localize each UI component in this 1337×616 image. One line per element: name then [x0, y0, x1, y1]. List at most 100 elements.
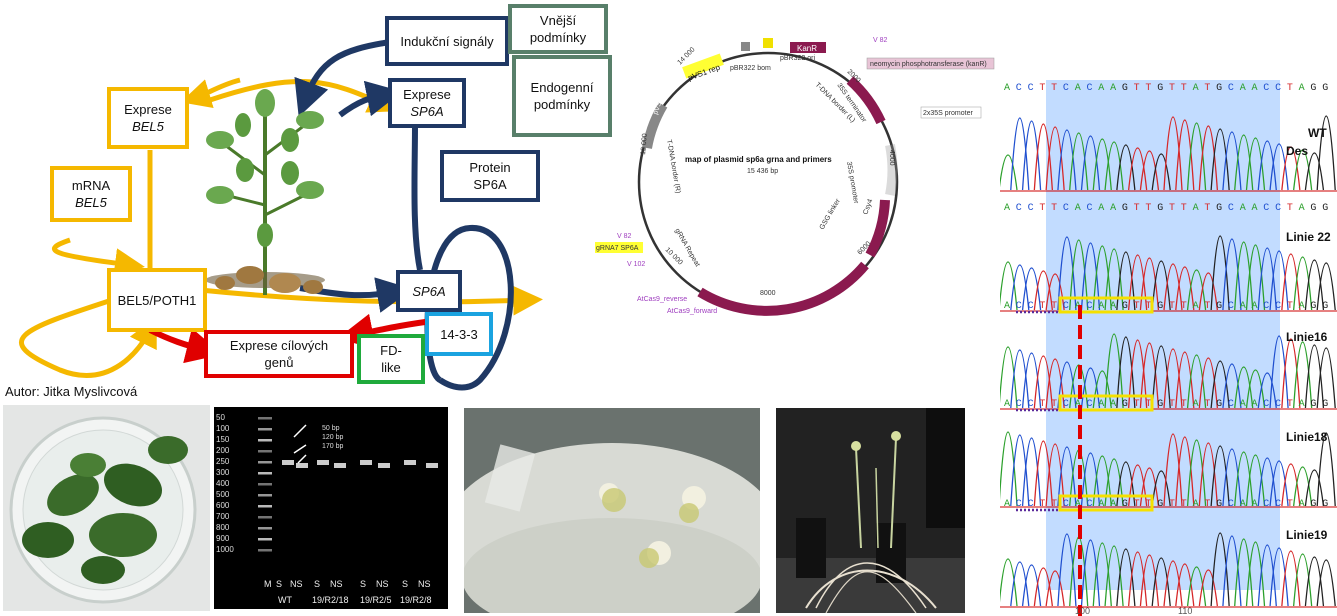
trace-peak [1092, 245, 1112, 311]
base-letter: G [1310, 301, 1316, 312]
base-letter: C [1087, 203, 1093, 214]
base-letter: A [1193, 301, 1199, 312]
group-label: 19/R2/18 [312, 595, 349, 605]
base-letter: T [1145, 399, 1151, 410]
plasmid-35s-promoter: 35S promoter [845, 161, 859, 205]
trace-peak [1116, 548, 1136, 607]
base-letter: T [1287, 203, 1293, 214]
base-letter: C [1275, 203, 1281, 214]
ladder-label: 150 [216, 435, 230, 444]
photo-flask-tubers [464, 408, 760, 613]
trace-peak [1057, 236, 1077, 311]
base-letter: C [1063, 399, 1069, 410]
base-letter: A [1240, 499, 1246, 510]
base-letter: A [1299, 301, 1305, 312]
label-linie18: Linie18 [1286, 430, 1328, 444]
base-letter: A [1075, 301, 1081, 312]
base-letter: C [1063, 83, 1069, 94]
plasmid-npt-arc [846, 76, 886, 125]
base-letter: G [1322, 83, 1328, 94]
trace-peak [1116, 461, 1136, 507]
sample-band [282, 460, 294, 465]
base-letter: T [1039, 83, 1045, 94]
box-exprese-cilovych-genu: Exprese cílových genů [204, 330, 354, 378]
plasmid-kanr-box [790, 42, 826, 53]
trace-peak [1269, 547, 1289, 607]
base-letter: T [1134, 399, 1140, 410]
arrow-bel5-loop [19, 297, 157, 378]
base-letter: C [1016, 83, 1022, 94]
trace-peak [1127, 147, 1148, 191]
trace-peak [1257, 457, 1277, 507]
trace-peak [1316, 262, 1336, 311]
group-label: WT [278, 595, 292, 605]
trace-peak [1292, 553, 1313, 607]
box-indukcni-signaly: Indukční signály [385, 16, 509, 66]
ladder-label: 600 [216, 501, 230, 510]
base-letter: A [1110, 399, 1116, 410]
ladder-label: 100 [216, 424, 230, 433]
base-letter: C [1263, 83, 1269, 94]
trace-peak [1139, 467, 1160, 507]
plasmid-tick-12000: 12 000 [640, 133, 649, 155]
trace-peak [1245, 244, 1266, 311]
trace-peak [1104, 458, 1124, 507]
base-letter: A [1240, 301, 1246, 312]
trace-peak [1033, 440, 1054, 507]
sample-band [317, 460, 329, 465]
trace-peak [1198, 569, 1219, 607]
base-letter: A [1299, 203, 1305, 214]
ladder-label: 300 [216, 468, 230, 477]
base-letter: A [1075, 203, 1081, 214]
base-letter: C [1028, 301, 1034, 312]
label-linie16: Linie16 [1286, 330, 1328, 344]
trace-peak [1257, 544, 1277, 607]
trace-peak [1000, 431, 1018, 507]
trace-peak [1092, 455, 1112, 507]
trace-peak [1316, 347, 1336, 409]
base-letter: T [1169, 203, 1175, 214]
trace-peak [1186, 269, 1207, 311]
trace-peak [1210, 360, 1230, 409]
plasmid-tick-4000: 4000 [888, 150, 895, 166]
gel-arrow [297, 454, 307, 464]
sample-band [378, 463, 390, 468]
plasmid-v82b: V 82 [617, 233, 632, 240]
base-letter: G [1310, 83, 1316, 94]
lane-label: NS [330, 579, 343, 589]
plasmid-atcas9-arc [697, 261, 869, 316]
trace-peak [1033, 355, 1054, 409]
base-letter: C [1228, 301, 1234, 312]
trace-peak [1269, 335, 1289, 409]
base-letter: A [1004, 301, 1010, 312]
trace-peak [1127, 464, 1148, 507]
trace-peak [1292, 256, 1313, 311]
trace-peak [1139, 150, 1160, 191]
plasmid-tdna-r: T-DNA border (R) [665, 139, 681, 194]
trace-peak [1292, 149, 1313, 191]
base-letter: T [1051, 399, 1057, 410]
sample-band [296, 463, 308, 468]
trace-peak [1163, 116, 1183, 191]
grna-highlight-box [1058, 296, 1154, 314]
plasmid-kanr: KanR [797, 44, 817, 53]
base-letter: C [1228, 399, 1234, 410]
base-letter: A [1193, 399, 1199, 410]
trace-peak [1092, 138, 1112, 191]
trace-peak [1080, 242, 1101, 311]
trace-peak [1116, 251, 1136, 311]
trace-peak [1257, 140, 1277, 191]
base-letter: G [1216, 399, 1222, 410]
base-letter: T [1181, 499, 1187, 510]
base-letter: T [1051, 499, 1057, 510]
base-letter: G [1310, 203, 1316, 214]
base-letter: C [1228, 83, 1234, 94]
trace-peak [1304, 556, 1325, 607]
base-letter: G [1122, 83, 1128, 94]
ladder-label: 900 [216, 534, 230, 543]
base-letter: A [1240, 203, 1246, 214]
trace-peak [1163, 348, 1183, 409]
base-letter: A [1193, 83, 1199, 94]
plasmid-pbr322-bom: pBR322 bom [730, 65, 771, 72]
trace-peak [1033, 270, 1054, 311]
